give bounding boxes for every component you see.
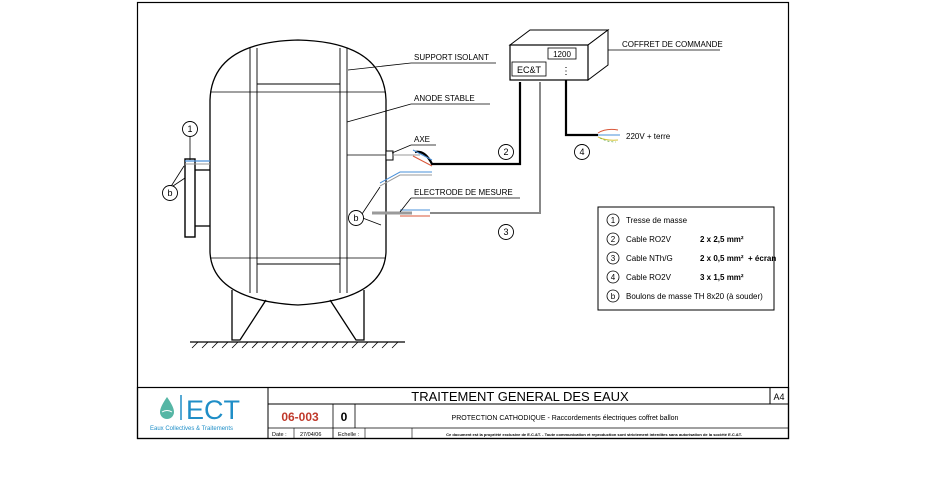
water-drop-icon: [160, 397, 174, 419]
revision: 0: [341, 410, 348, 424]
legend-row: 1 Tresse de masse: [611, 216, 688, 225]
svg-text:Cable RO2V: Cable RO2V: [626, 235, 672, 244]
format-label: A4: [773, 392, 784, 402]
date-value: 27/04/06: [300, 432, 321, 438]
callout-4: 4: [579, 147, 584, 157]
control-box: [508, 29, 610, 81]
drawing-number: 06-003: [281, 410, 319, 424]
callout-1: 1: [187, 124, 192, 134]
svg-text:Cable RO2V: Cable RO2V: [626, 273, 672, 282]
ground-hatch: [190, 341, 405, 349]
label-anode-stable: ANODE STABLE: [414, 94, 475, 103]
cable-4: [564, 80, 620, 143]
leader-lines: [169, 49, 720, 226]
svg-text:3: 3: [611, 254, 616, 263]
controller-name-label: EC&T: [517, 65, 542, 75]
callout-b-flange: b: [167, 188, 172, 198]
callouts: [162, 121, 590, 240]
label-axe: AXE: [414, 135, 430, 144]
svg-text:Cable NTh/G: Cable NTh/G: [626, 254, 673, 263]
ect-logo: ECT Eaux Collectives & Traitements: [150, 395, 240, 432]
svg-text:Tresse de masse: Tresse de masse: [626, 216, 688, 225]
ownership-notice: Ce document est la propriété exclusive d…: [446, 432, 742, 437]
label-electrode: ELECTRODE DE MESURE: [414, 188, 513, 197]
label-power: 220V + terre: [626, 132, 671, 141]
svg-text:b: b: [611, 292, 616, 301]
logo-subtitle: Eaux Collectives & Traitements: [150, 426, 233, 432]
controller-name-plate: [511, 61, 547, 77]
svg-text:4: 4: [611, 273, 616, 282]
legend-row: 3 Cable NTh/G 2 x 0,5 mm² + écran: [611, 254, 777, 263]
svg-text:2 x 2,5 mm²: 2 x 2,5 mm²: [700, 235, 744, 244]
controller-display: [547, 47, 577, 60]
bolt-wire: [379, 171, 432, 187]
controller-display-value: 1200: [553, 50, 571, 59]
callout-3: 3: [503, 227, 508, 237]
label-control-box: COFFRET DE COMMANDE: [622, 40, 723, 49]
anode-axe-terminal: [347, 150, 394, 161]
legend-row: b Boulons de masse TH 8x20 (à souder): [611, 292, 763, 301]
callout-2: 2: [503, 147, 508, 157]
ground-strap: [185, 160, 210, 165]
legend-row: 2 Cable RO2V 2 x 2,5 mm²: [611, 235, 744, 244]
tank: [184, 39, 387, 341]
main-title: TRAITEMENT GENERAL DES EAUX: [411, 389, 629, 404]
callout-b-tank: b: [353, 213, 358, 223]
label-support-isolant: SUPPORT ISOLANT: [414, 53, 489, 62]
svg-text:1: 1: [611, 216, 616, 225]
date-label: Date :: [272, 432, 287, 438]
title-block: [136, 386, 790, 440]
svg-text:Boulons de masse TH 8x20 (à so: Boulons de masse TH 8x20 (à souder): [626, 292, 763, 301]
legend-row: 4 Cable RO2V 3 x 1,5 mm²: [611, 273, 744, 282]
measurement-electrode: [372, 82, 541, 217]
logo-text: ECT: [186, 395, 240, 425]
controller-indicator-icon: ⋮: [561, 66, 571, 77]
svg-text:2: 2: [611, 235, 616, 244]
scale-label: Echelle :: [338, 432, 360, 438]
svg-text:3 x 1,5 mm²: 3 x 1,5 mm²: [700, 273, 744, 282]
cable-2: [393, 82, 522, 167]
drawing-subtitle: PROTECTION CATHODIQUE - Raccordements él…: [452, 415, 679, 422]
legend-box: [597, 206, 775, 311]
svg-text:2 x 0,5 mm² + écran: 2 x 0,5 mm² + écran: [700, 254, 776, 263]
